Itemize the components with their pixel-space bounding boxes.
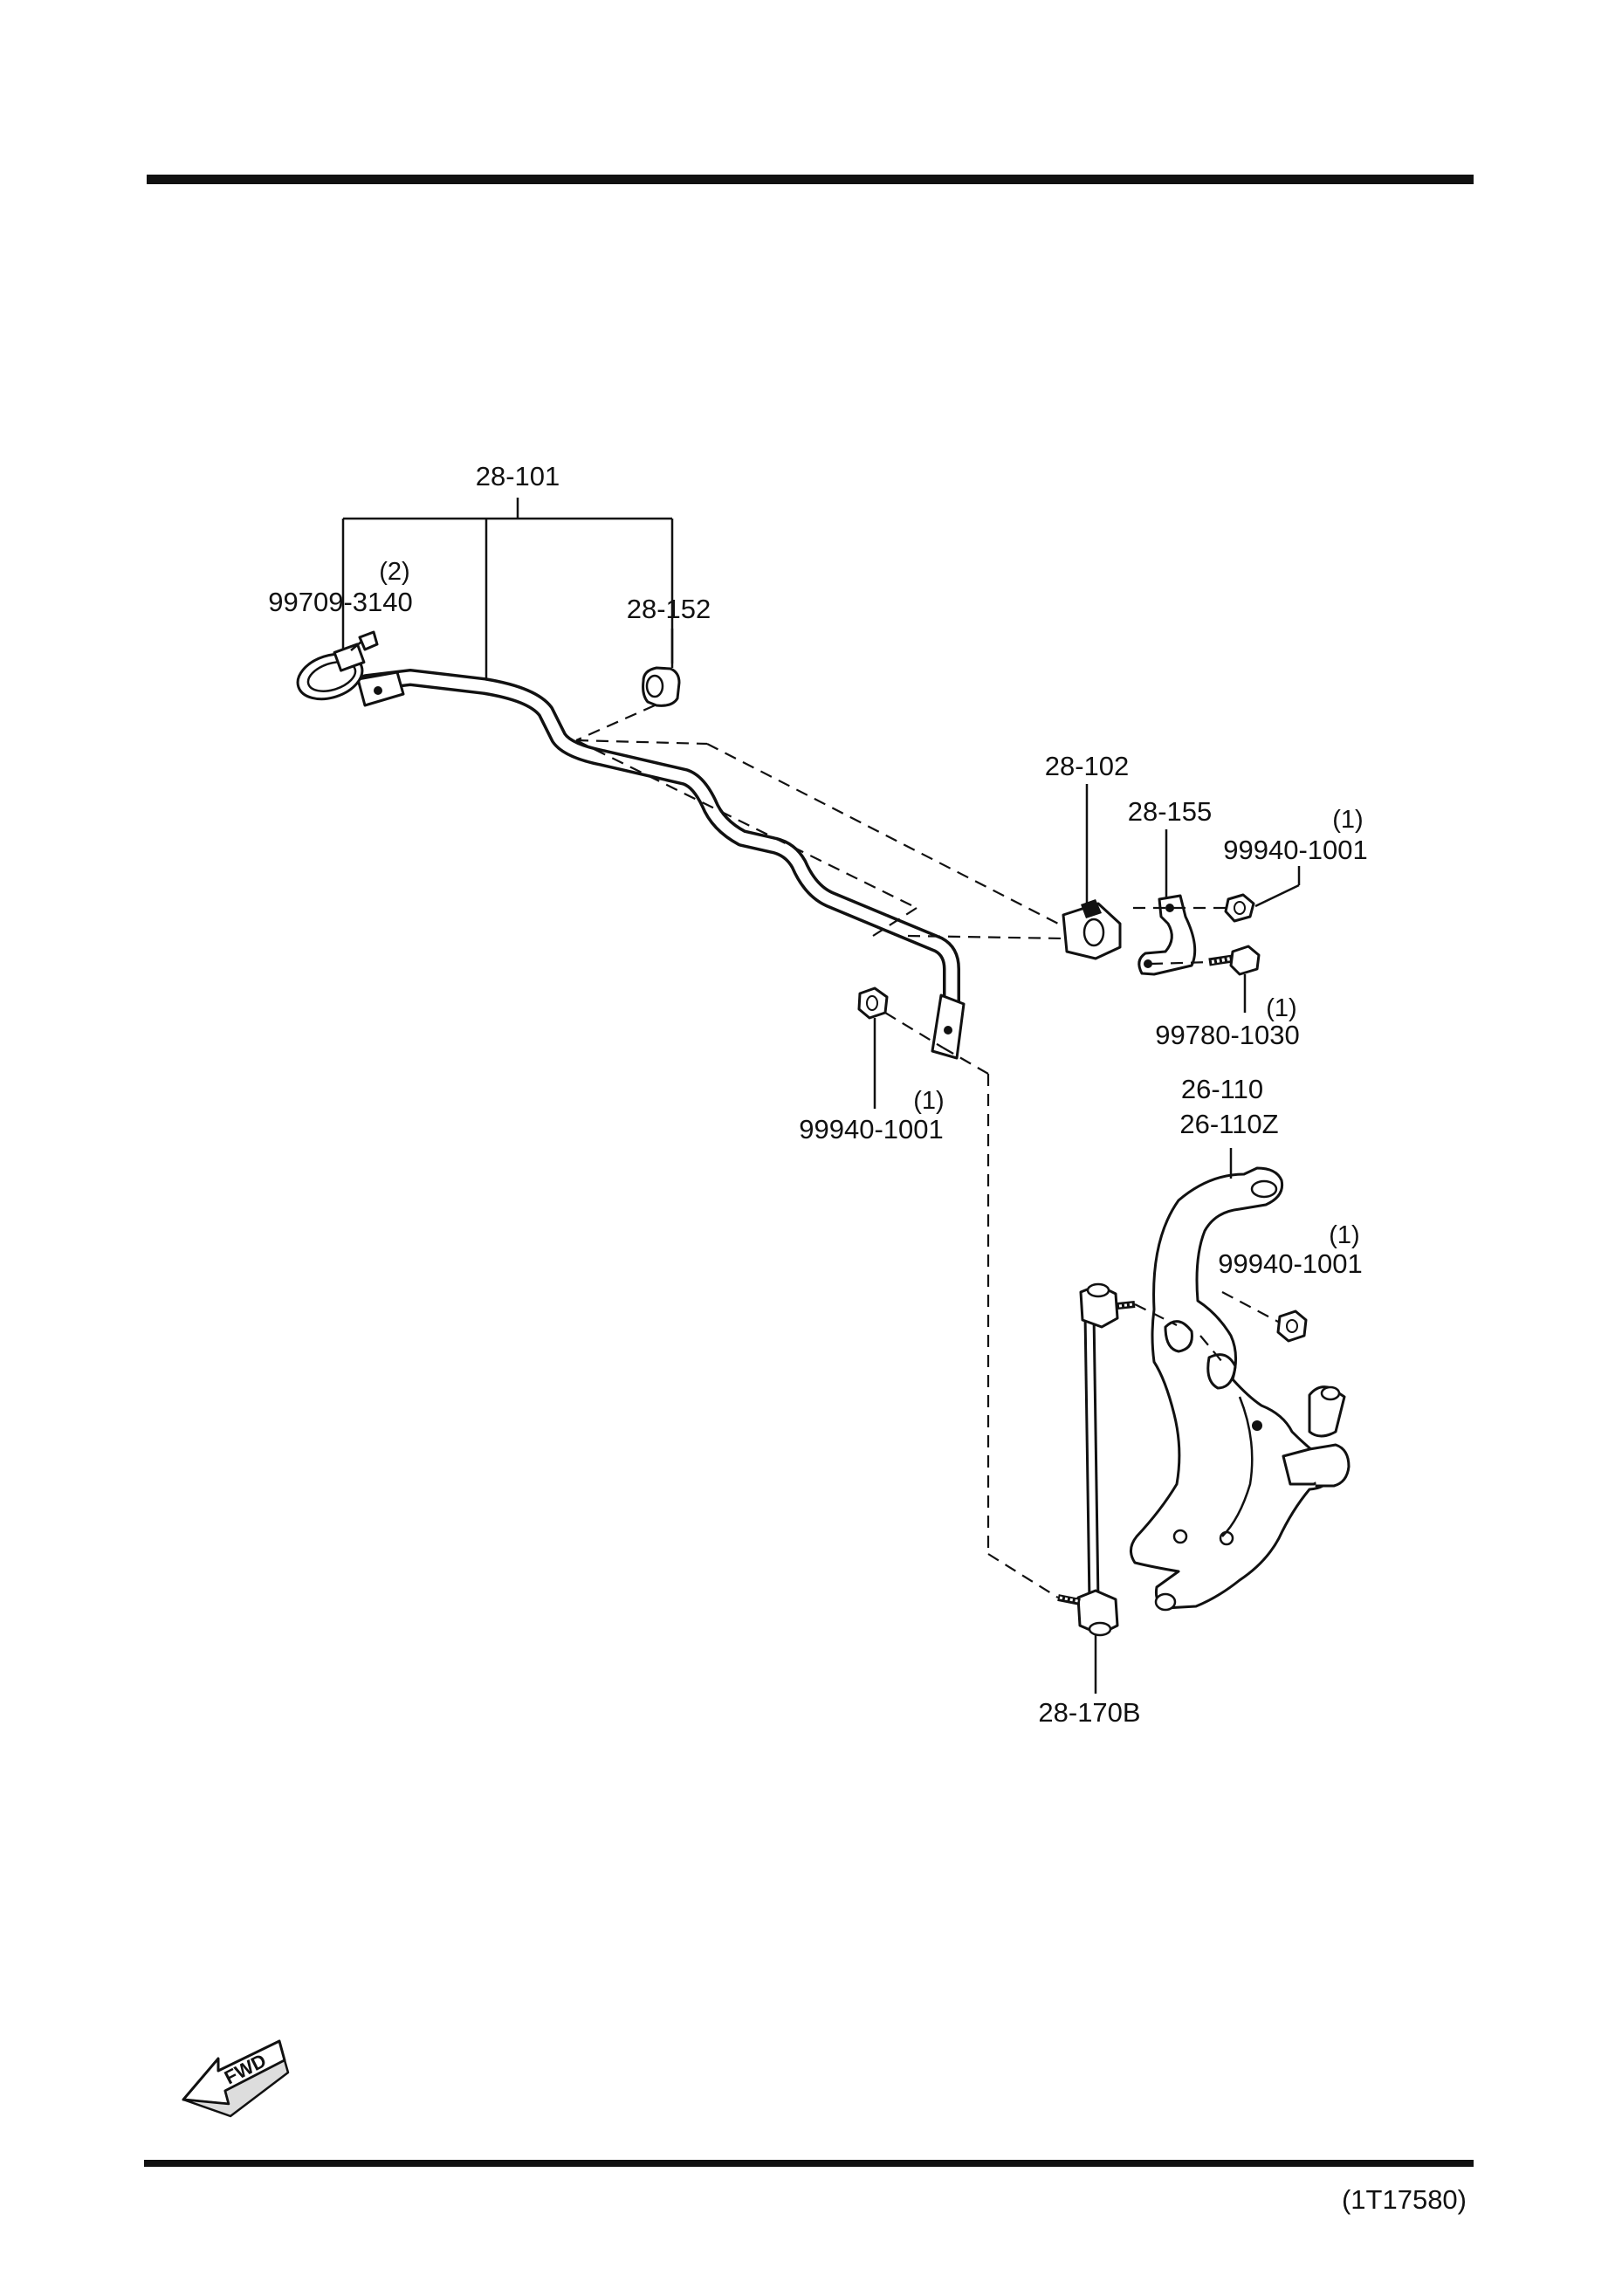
label-knuckle-2: 26-110Z <box>1179 1109 1278 1139</box>
nut-bracket-part <box>1224 893 1255 923</box>
diagram-code: (1T17580) <box>1342 2184 1467 2215</box>
bracket-part <box>1137 894 1197 976</box>
stabilizer-bar <box>356 669 966 1060</box>
bushing-part <box>642 666 681 707</box>
label-stabilizer-assembly: 28-101 <box>476 461 560 492</box>
label-nut-bar-end-qty: (1) <box>913 1087 944 1115</box>
fwd-arrow-icon: FWD <box>182 2039 290 2118</box>
nut-bar-end-part <box>857 986 889 1020</box>
knuckle-part <box>1130 1166 1351 1612</box>
label-bracket: 28-155 <box>1128 796 1213 827</box>
stabilizer-leader <box>341 498 674 685</box>
clamp-part <box>296 630 379 701</box>
nut-knuckle-part <box>1276 1310 1308 1343</box>
top-rule <box>147 175 1474 184</box>
label-clamp-qty: (2) <box>379 558 409 586</box>
label-nut-knuckle-qty: (1) <box>1329 1221 1359 1249</box>
label-clamp: 99709-3140 <box>268 587 413 617</box>
bottom-rule <box>144 2160 1474 2167</box>
label-control-link: 28-170B <box>1038 1697 1140 1728</box>
label-bushing-mount: 28-102 <box>1045 751 1130 781</box>
control-link-part <box>1057 1282 1136 1637</box>
label-bushing: 28-152 <box>627 594 711 624</box>
label-bolt-bracket-qty: (1) <box>1266 994 1296 1022</box>
label-knuckle-1: 26-110 <box>1181 1074 1263 1104</box>
label-leaders <box>670 629 1301 1694</box>
label-nut-knuckle: 99940-1001 <box>1218 1248 1363 1279</box>
bolt-bracket-part <box>1208 945 1261 976</box>
label-nut-bar-end: 99940-1001 <box>799 1114 944 1145</box>
label-nut-bracket-qty: (1) <box>1332 806 1363 834</box>
bushing-mount-part <box>1062 899 1122 960</box>
assembly-dashed-lines <box>575 704 1281 1598</box>
label-nut-bracket: 99940-1001 <box>1223 835 1368 865</box>
label-bolt-bracket: 99780-1030 <box>1155 1020 1300 1050</box>
